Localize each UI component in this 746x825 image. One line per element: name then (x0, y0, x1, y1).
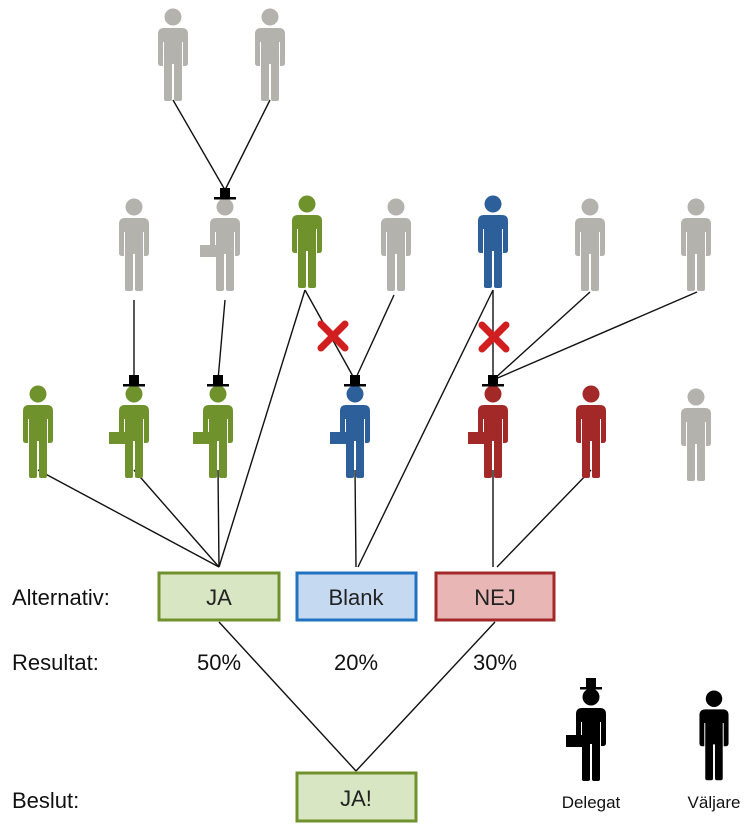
decision-label: JA! (340, 786, 372, 811)
result-blank: 20% (334, 650, 378, 675)
connection-line (224, 99, 271, 191)
option-blank-label: Blank (328, 585, 384, 610)
result-ja: 50% (197, 650, 241, 675)
result-nej: 30% (473, 650, 517, 675)
connection-line (218, 289, 306, 568)
low-voter-red (576, 385, 606, 478)
cross-icon (478, 321, 510, 353)
low-delegate-green-1 (109, 375, 149, 478)
option-ja-box (157, 571, 281, 622)
connection-line (218, 621, 357, 772)
mid-voter-3 (575, 198, 605, 291)
connection-line (357, 289, 494, 568)
delegate-icon (566, 678, 606, 781)
option-blank: Blank (295, 571, 418, 622)
legend-delegate-label: Delegat (562, 793, 621, 812)
legend (566, 678, 729, 781)
row-label-resultat: Resultat: (12, 650, 99, 675)
connection-line (492, 291, 698, 381)
connection-line (217, 469, 220, 568)
top-voter-2 (255, 8, 285, 101)
legend-voter-label: Väljare (688, 793, 741, 812)
mid-voter-green (292, 195, 322, 288)
low-voter-green (23, 385, 53, 478)
mid-voter-blue (478, 195, 508, 288)
mid-voter-2 (381, 198, 411, 291)
option-nej: NEJ (434, 571, 556, 622)
override-crosses (317, 320, 510, 353)
low-delegate-green-2 (193, 375, 233, 478)
mid-delegate-1 (200, 188, 240, 291)
connection-line (355, 621, 496, 772)
option-blank-box (295, 571, 418, 622)
connection-line (133, 469, 220, 568)
top-voter-1 (158, 8, 188, 101)
row-label-alternativ: Alternativ: (12, 585, 110, 610)
connection-line (496, 469, 592, 568)
option-nej-box (434, 571, 556, 622)
option-ja: JA (157, 571, 281, 622)
connection-line (172, 99, 226, 191)
connection-lines (37, 99, 698, 772)
mid-voter-1 (119, 198, 149, 291)
connection-line (354, 294, 395, 381)
option-nej-label: NEJ (474, 585, 516, 610)
option-ja-label: JA (206, 585, 232, 610)
low-voter-gray (681, 388, 711, 481)
decision: JA! (295, 771, 418, 823)
connection-line (217, 299, 226, 381)
mid-voter-4 (681, 198, 711, 291)
row-label-beslut: Beslut: (12, 788, 79, 813)
connection-line (37, 469, 220, 568)
people-figures (23, 8, 711, 481)
cross-icon (317, 320, 349, 352)
decision-box (295, 771, 418, 823)
voter-icon (699, 690, 729, 781)
low-delegate-red (468, 375, 508, 478)
connection-line (354, 469, 357, 568)
connection-line (492, 291, 591, 381)
low-delegate-blue (330, 375, 370, 478)
